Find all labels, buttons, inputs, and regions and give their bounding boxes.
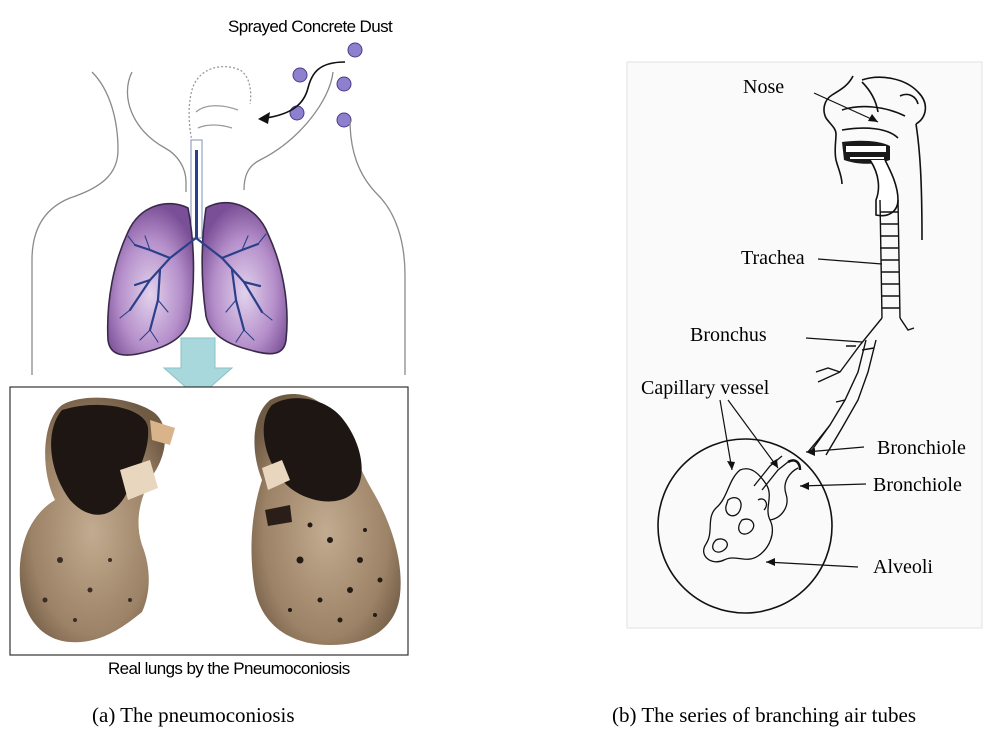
dust-particle xyxy=(337,113,351,127)
label-nose: Nose xyxy=(743,76,784,98)
dust-particle xyxy=(293,68,307,82)
panel-b-frame xyxy=(627,62,982,628)
label-bronchiole-1: Bronchiole xyxy=(877,437,966,459)
photo-caption: Real lungs by the Pneumoconiosis xyxy=(108,659,350,678)
dust-particles xyxy=(290,43,362,127)
label-trachea: Trachea xyxy=(741,247,805,269)
dust-particle xyxy=(337,77,351,91)
label-bronchiole-2: Bronchiole xyxy=(873,474,962,496)
label-bronchus: Bronchus xyxy=(690,324,767,346)
label-alveoli: Alveoli xyxy=(873,556,933,578)
dust-particle xyxy=(290,106,304,120)
trachea-a xyxy=(191,140,202,238)
dust-label: Sprayed Concrete Dust xyxy=(228,17,393,36)
dust-particle xyxy=(348,43,362,57)
label-capillary-vessel: Capillary vessel xyxy=(641,377,770,399)
panel-a: Sprayed Concrete Dust xyxy=(10,17,408,727)
panel-b: Nose Trachea Bronchus Capillary vessel B… xyxy=(612,62,982,727)
caption-a: (a) The pneumoconiosis xyxy=(92,703,295,727)
caption-b: (b) The series of branching air tubes xyxy=(612,703,916,727)
